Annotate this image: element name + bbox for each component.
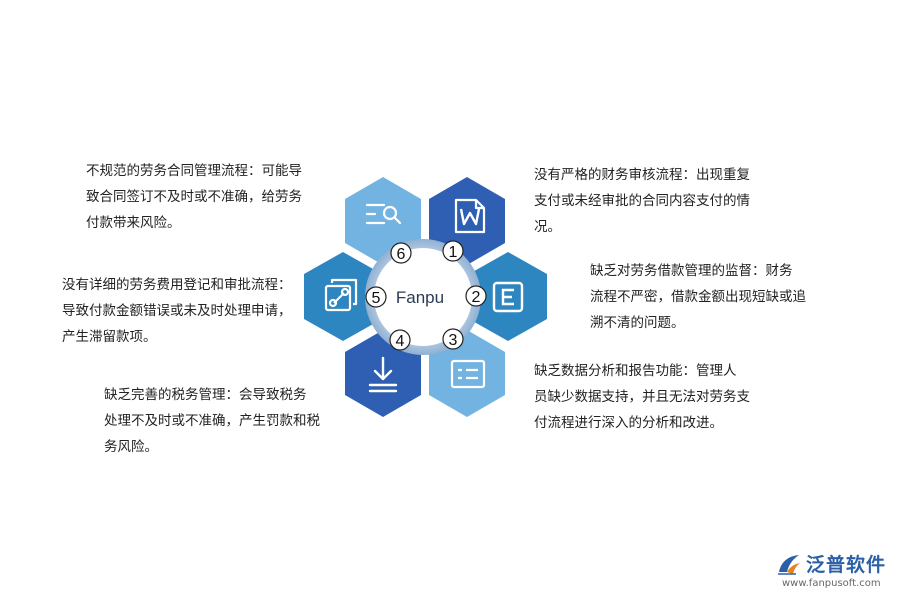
marker-4: 4 [389,329,411,351]
link-copy-icon [324,278,358,312]
desc-item-3: 缺乏数据分析和报告功能：管理人 员缺少数据支持，并且无法对劳务支 付流程进行深入… [534,363,750,431]
desc-item-1: 没有严格的财务审核流程：出现重复 支付或未经审批的合同内容支付的情 况。 [534,167,750,235]
center-label: Fanpu [396,288,444,307]
marker-4-num: 4 [396,333,405,350]
marker-3-num: 3 [449,332,458,349]
desc-item-6: 不规范的劳务合同管理流程：可能导 致合同签订不及时或不准确，给劳务 付款带来风险… [86,163,302,231]
marker-2-num: 2 [472,289,481,306]
letter-e-icon [492,281,524,313]
center-disc [374,248,472,346]
download-icon [368,356,398,393]
form-icon [450,359,486,389]
marker-6-num: 6 [397,246,406,263]
desc-item-2: 缺乏对劳务借款管理的监督：财务 流程不严密，借款金额出现短缺或追 溯不清的问题。 [590,263,806,331]
hex-item-5 [304,252,382,341]
brand-watermark: 泛普软件 [776,552,886,578]
desc-item-5: 没有详细的劳务费用登记和审批流程： 导致付款金额错误或未及时处理申请， 产生滞留… [62,277,292,345]
marker-3: 3 [442,328,464,350]
brand-name: 泛普软件 [806,554,887,576]
marker-5-num: 5 [372,290,381,307]
marker-6: 6 [390,242,412,264]
marker-1: 1 [442,240,464,262]
desc-item-4: 缺乏完善的税务管理：会导致税务 处理不及时或不准确，产生罚款和税 务风险。 [104,387,320,455]
marker-2: 2 [465,285,487,307]
hex-item-3 [429,330,505,417]
marker-1-num: 1 [449,244,458,261]
search-list-icon [365,203,402,225]
brand-logo-icon [778,555,800,575]
marker-5: 5 [365,286,387,308]
brand-url: www.fanpusoft.com [782,578,881,589]
word-doc-icon [454,198,486,234]
